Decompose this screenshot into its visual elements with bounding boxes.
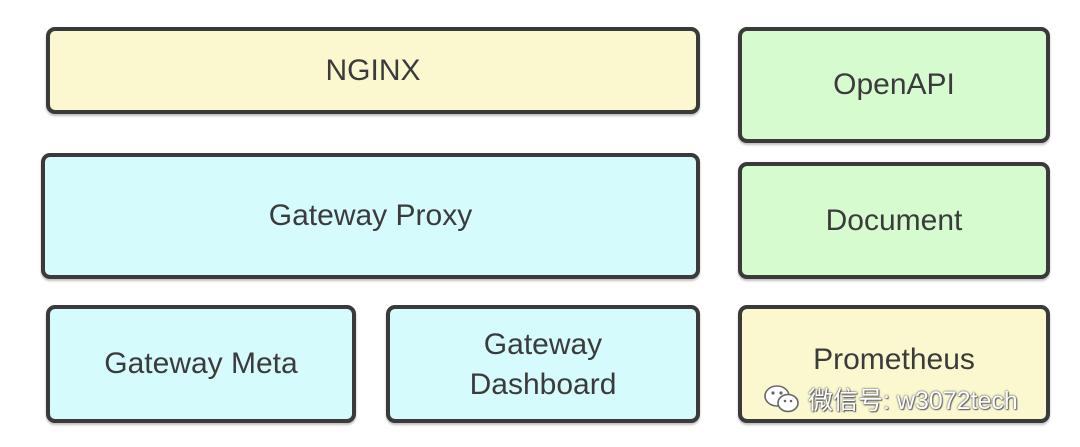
prometheus-label: Prometheus xyxy=(813,343,975,376)
nginx-box: NGINX xyxy=(46,27,700,114)
gateway-proxy-label: Gateway Proxy xyxy=(268,199,473,232)
gateway-dashboard-label-line1: Gateway xyxy=(483,328,603,361)
watermark-text: 微信号: w3072tech xyxy=(808,387,1018,415)
gateway-meta-label: Gateway Meta xyxy=(104,347,298,380)
openapi-label: OpenAPI xyxy=(833,68,955,101)
gateway-meta-box: Gateway Meta xyxy=(46,305,356,423)
gateway-dashboard-label: Gateway Dashboard xyxy=(470,323,617,405)
nginx-label: NGINX xyxy=(325,53,421,87)
openapi-box: OpenAPI xyxy=(738,27,1050,143)
wechat-icon xyxy=(764,385,799,413)
document-label: Document xyxy=(825,203,963,237)
gateway-dashboard-label-line2: Dashboard xyxy=(469,368,617,401)
gateway-dashboard-box: Gateway Dashboard xyxy=(386,305,700,423)
watermark: 微信号: w3072tech xyxy=(762,381,1018,417)
document-box: Document xyxy=(738,162,1050,279)
gateway-proxy-box: Gateway Proxy xyxy=(41,153,700,279)
